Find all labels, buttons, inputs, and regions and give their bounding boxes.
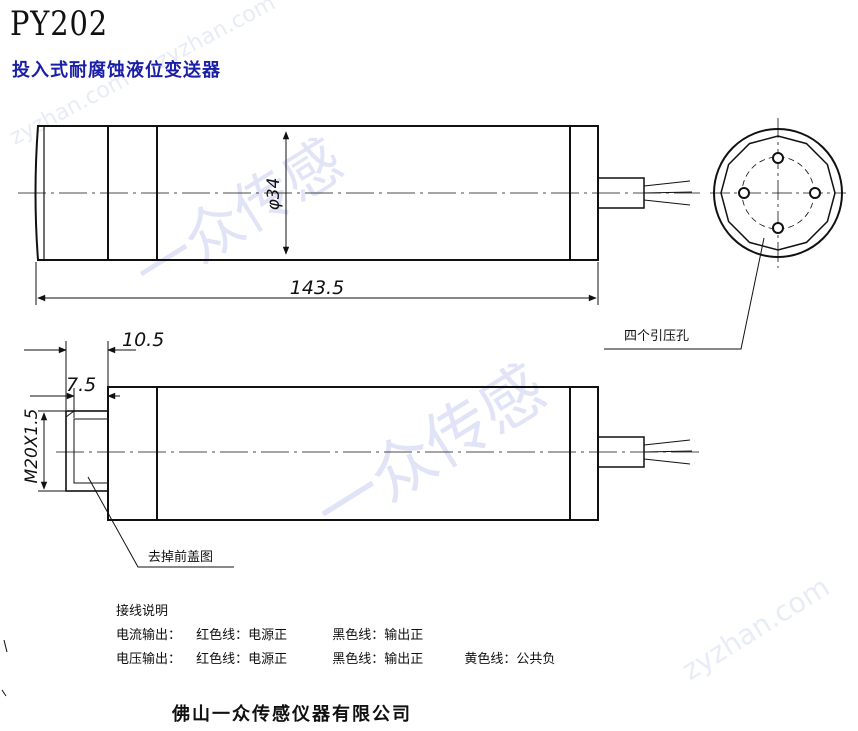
company-name: 佛山一众传感仪器有限公司 <box>172 704 412 725</box>
offset-b-dimension <box>30 388 120 418</box>
bottom-thread-stub <box>65 410 109 492</box>
pressure-hole-left <box>738 187 750 199</box>
pressure-holes <box>738 152 821 234</box>
voltage-mode: 电压输出： <box>116 652 182 667</box>
offset-a-label: 10.5 <box>122 329 164 351</box>
cover-leader-line <box>87 476 234 568</box>
wiring-title: 接线说明 <box>116 600 555 624</box>
top-cable-1 <box>643 180 691 187</box>
bottom-thread-stub-inner <box>73 418 109 484</box>
bottom-cable-3 <box>643 458 691 465</box>
holes-leader-line <box>604 237 765 350</box>
voltage-red: 红色线：电源正 <box>196 652 288 667</box>
bottom-cable-1 <box>643 439 691 446</box>
bottom-view <box>65 386 693 521</box>
cover-removed-label: 去掉前盖图 <box>148 550 214 565</box>
thread-label: M20X1.5 <box>22 409 42 484</box>
top-body-outline <box>34 125 599 261</box>
end-view <box>710 118 846 268</box>
pressure-hole-top <box>772 152 784 164</box>
current-black: 黑色线：输出正 <box>332 628 424 643</box>
thread-dimension <box>38 410 66 492</box>
wiring-title-text: 接线说明 <box>116 604 169 619</box>
model-title: PY202 <box>10 4 108 44</box>
bottom-body-outline <box>107 386 599 521</box>
length-label: 143.5 <box>290 277 344 299</box>
diameter-label: φ34 <box>264 178 284 211</box>
wiring-notes: 接线说明 电流输出： 红色线：电源正 黑色线：输出正 电压输出： 红色线：电源正… <box>116 600 555 672</box>
top-cable-3 <box>643 199 691 206</box>
pressure-holes-label: 四个引压孔 <box>624 329 690 344</box>
margin-mark-2 <box>1 689 7 697</box>
margin-mark-1 <box>3 639 8 653</box>
voltage-black: 黑色线：输出正 <box>332 652 424 667</box>
voltage-yellow: 黄色线：公共负 <box>464 652 556 667</box>
current-mode: 电流输出： <box>116 628 182 643</box>
product-subtitle: 投入式耐腐蚀液位变送器 <box>12 60 221 81</box>
pressure-hole-bottom <box>772 222 784 234</box>
wiring-current-row: 电流输出： 红色线：电源正 黑色线：输出正 <box>116 624 555 648</box>
bottom-stub-chamfer <box>65 410 75 418</box>
pressure-hole-right <box>809 187 821 199</box>
current-red: 红色线：电源正 <box>196 628 288 643</box>
offset-b-label: 7.5 <box>66 374 96 396</box>
length-dimension <box>35 262 599 305</box>
wiring-voltage-row: 电压输出： 红色线：电源正 黑色线：输出正 黄色线：公共负 <box>116 648 555 672</box>
offset-a-dimension <box>24 341 136 410</box>
